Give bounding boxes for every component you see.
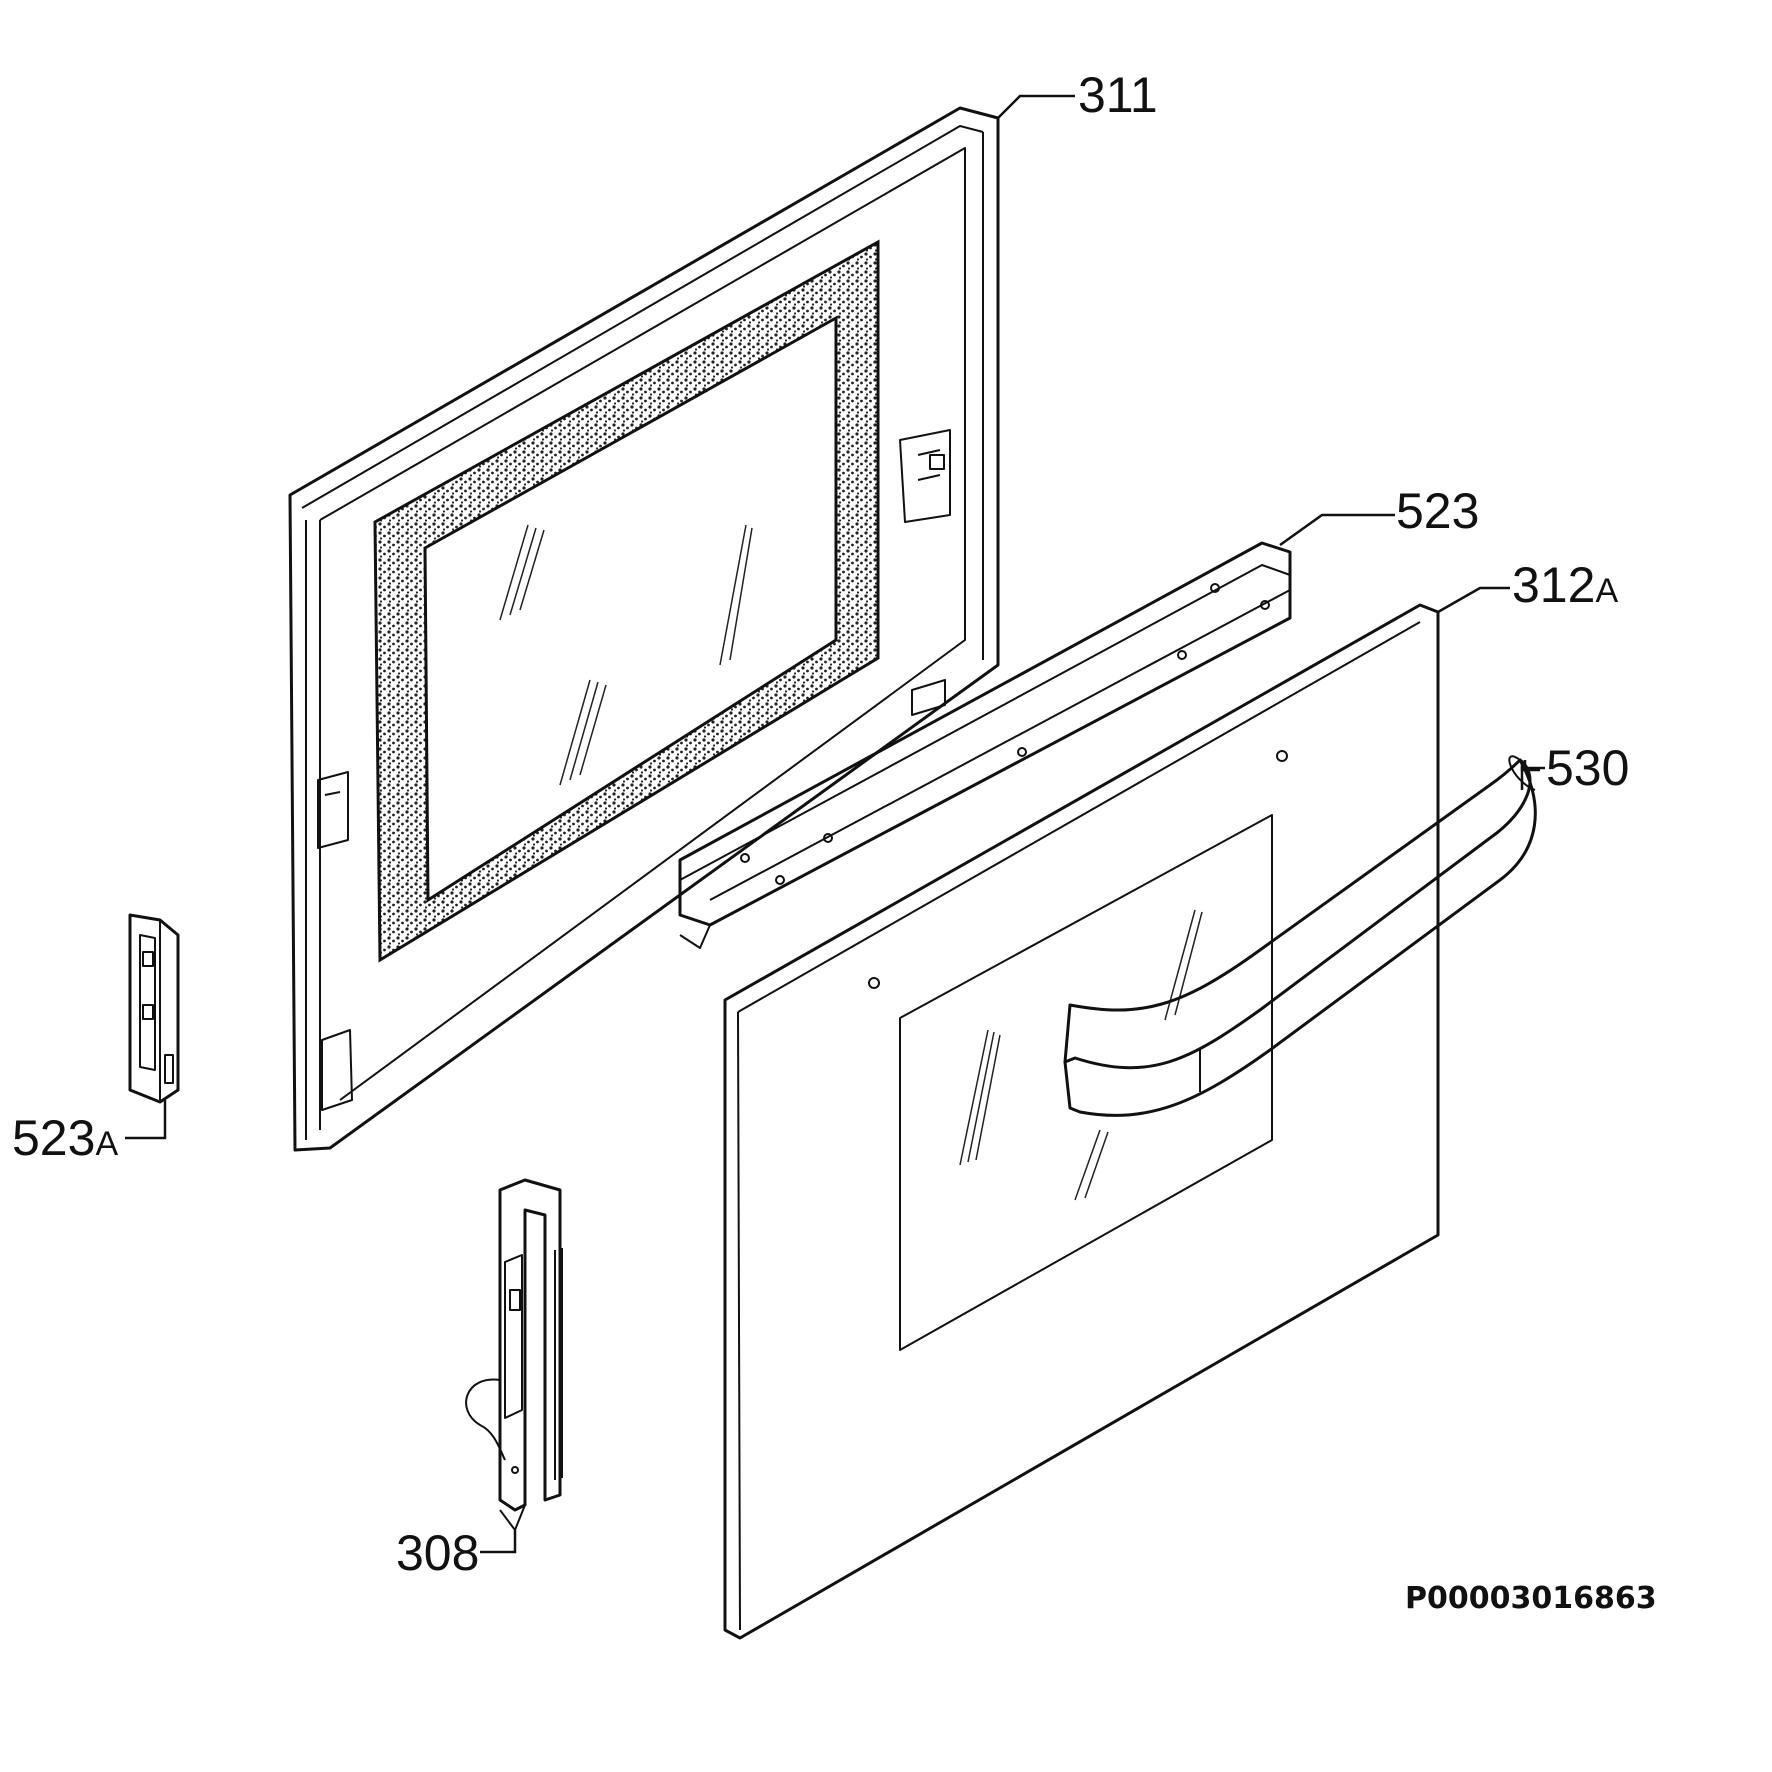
callout-311: 311 bbox=[1078, 67, 1158, 123]
callout-530: 530 bbox=[1546, 740, 1629, 796]
outer-glass-part bbox=[723, 603, 1440, 1640]
side-cap-part bbox=[128, 913, 180, 1104]
callout-308: 308 bbox=[396, 1525, 479, 1581]
callout-312a: 312A bbox=[1512, 557, 1618, 613]
support-rail-part bbox=[678, 541, 1292, 949]
callout-523: 523 bbox=[1396, 483, 1479, 539]
door-frame-part bbox=[288, 106, 1000, 1152]
callout-523a: 523A bbox=[12, 1110, 118, 1166]
leader-lines bbox=[125, 94, 1545, 1554]
door-handle-part bbox=[1063, 755, 1537, 1117]
drawing-code: P00003016863 bbox=[1405, 1581, 1657, 1616]
hinge-part bbox=[465, 1178, 563, 1531]
